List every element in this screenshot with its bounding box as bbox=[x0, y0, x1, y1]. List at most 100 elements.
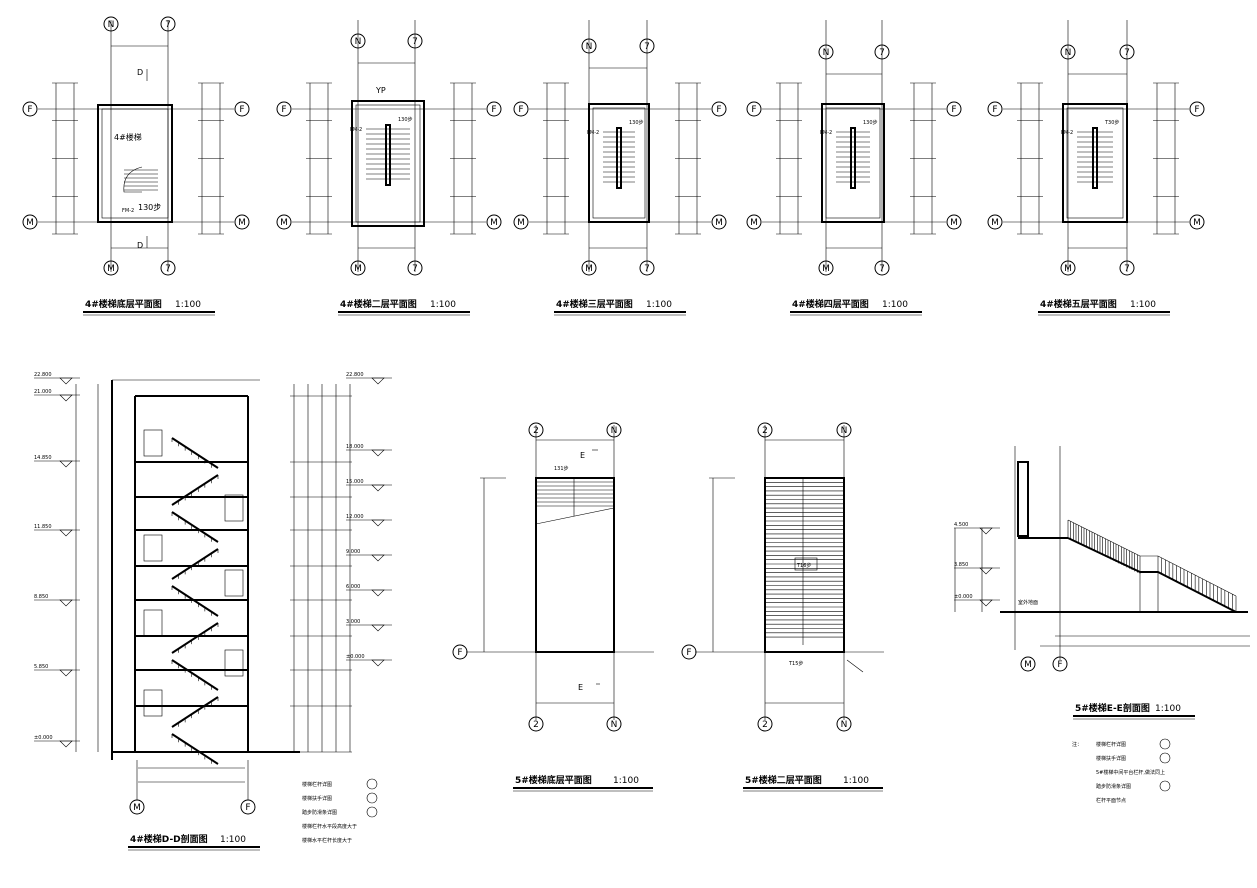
drawing-scale: 1:100 bbox=[882, 300, 908, 310]
leader-line bbox=[846, 659, 864, 673]
note-text: 楼梯水平栏杆长度大于 bbox=[302, 837, 352, 844]
stair-wall-inner bbox=[355, 104, 421, 223]
door-opening bbox=[143, 429, 163, 457]
stair-well bbox=[850, 127, 856, 189]
drawing-scale: 1:100 bbox=[175, 300, 201, 310]
level-triangle bbox=[371, 519, 385, 527]
axis-bubble-top: 7 bbox=[407, 33, 423, 49]
axis-bubble-circle bbox=[757, 716, 773, 732]
note-text: 5#楼梯中间平台栏杆,做法同上 bbox=[1096, 769, 1165, 776]
axis-bubble-bottom: 2 bbox=[528, 716, 544, 732]
axis-bubble-left: M bbox=[746, 214, 762, 230]
axis-bubble-circle bbox=[1052, 656, 1068, 672]
axis-bubble-circle bbox=[746, 214, 762, 230]
axis-bubble-right: M bbox=[711, 214, 727, 230]
axis-bubble-right: F bbox=[234, 101, 250, 117]
drawing-scale: 1:100 bbox=[1130, 300, 1156, 310]
axis-bubble-label: F bbox=[1194, 105, 1199, 115]
drawing-title-text: 4#楼梯D-D剖面图 bbox=[130, 833, 208, 845]
axis-bubble-label: M bbox=[238, 218, 246, 228]
axis-bubble-label: M bbox=[750, 218, 758, 228]
axis-bubble-circle bbox=[160, 260, 176, 276]
level-mark-right: 3.000 bbox=[346, 619, 392, 632]
door-opening bbox=[143, 689, 163, 717]
axis-bubble-label: M bbox=[26, 218, 34, 228]
level-mark: ±0.000 bbox=[954, 594, 1000, 607]
axis-bubble-circle bbox=[407, 260, 423, 276]
level-mark-right: 15.000 bbox=[346, 479, 392, 492]
level-mark-right: 22.800 bbox=[346, 372, 392, 385]
axis-bubble-top: 2 bbox=[528, 422, 544, 438]
axis-bubble-bottom: M bbox=[129, 799, 145, 815]
stair-wall-inner bbox=[825, 107, 881, 219]
axis-bubble-left: M bbox=[276, 214, 292, 230]
door-opening bbox=[143, 534, 163, 562]
note-text: 踏步防滑条详图 bbox=[302, 809, 337, 816]
door-label: FM-2 bbox=[820, 130, 832, 136]
axis-bubble-label: N bbox=[823, 48, 830, 58]
axis-bubble-label: N bbox=[108, 20, 115, 30]
level-mark-left: 8.850 bbox=[34, 594, 80, 607]
level-mark-left: 21.000 bbox=[34, 389, 80, 402]
stair-flight bbox=[171, 696, 219, 728]
level-text: 5.850 bbox=[34, 664, 48, 670]
level-mark-left: 5.850 bbox=[34, 664, 80, 677]
axis-bubble-circle bbox=[1119, 260, 1135, 276]
axis-bubble-circle bbox=[639, 38, 655, 54]
step-label: T16步 bbox=[796, 563, 811, 569]
axis-bubble-circle bbox=[350, 260, 366, 276]
level-text: 9.000 bbox=[346, 549, 360, 555]
level-triangle bbox=[59, 740, 73, 748]
axis-bubble-circle bbox=[1020, 656, 1036, 672]
stair-flight bbox=[171, 474, 219, 506]
drawing-title-text: 5#楼梯二层平面图 bbox=[745, 774, 822, 786]
axis-bubble-label: F bbox=[245, 803, 250, 813]
level-mark-right: ±0.000 bbox=[346, 654, 392, 667]
axis-bubble-label: N bbox=[586, 42, 593, 52]
detail-symbol bbox=[1159, 780, 1171, 792]
axis-bubble-top: 7 bbox=[160, 16, 176, 32]
axis-bubble-circle bbox=[240, 799, 256, 815]
level-mark-right: 18.000 bbox=[346, 444, 392, 457]
level-mark-left: 11.850 bbox=[34, 524, 80, 537]
axis-bubble-top: 7 bbox=[874, 44, 890, 60]
axis-bubble-label: N bbox=[841, 720, 848, 730]
level-text: 21.000 bbox=[34, 389, 52, 395]
step-label: 130步 bbox=[138, 203, 161, 212]
stair-flight bbox=[171, 585, 219, 617]
section-mark: D bbox=[137, 68, 143, 77]
axis-bubble-circle bbox=[103, 260, 119, 276]
axis-bubble-label: M bbox=[490, 218, 498, 228]
handrail bbox=[1067, 519, 1237, 597]
note-text: 踏步防滑条详图 bbox=[1096, 783, 1131, 790]
axis-bubble-top: 7 bbox=[639, 38, 655, 54]
axis-bubble-top: N bbox=[103, 16, 119, 32]
drawing-title-text: 4#楼梯二层平面图 bbox=[340, 298, 417, 310]
level-triangle bbox=[371, 589, 385, 597]
level-mark-right: 12.000 bbox=[346, 514, 392, 527]
axis-bubble-label: M bbox=[354, 264, 362, 274]
axis-bubble-bottom: 7 bbox=[1119, 260, 1135, 276]
axis-bubble-label: N bbox=[611, 426, 618, 436]
axis-bubble-label: F bbox=[27, 105, 32, 115]
axis-bubble-circle bbox=[1060, 260, 1076, 276]
axis-bubble-label: N bbox=[611, 720, 618, 730]
stair-well bbox=[385, 124, 391, 186]
axis-bubble-left: M bbox=[22, 214, 38, 230]
level-text: 6.000 bbox=[346, 584, 360, 590]
wall-column bbox=[1017, 461, 1029, 537]
axis-bubble-top: N bbox=[606, 422, 622, 438]
axis-bubble-circle bbox=[513, 101, 529, 117]
axis-bubble-label: F bbox=[457, 648, 462, 658]
axis-bubble-label: 7 bbox=[879, 48, 885, 58]
door-opening bbox=[224, 569, 244, 597]
